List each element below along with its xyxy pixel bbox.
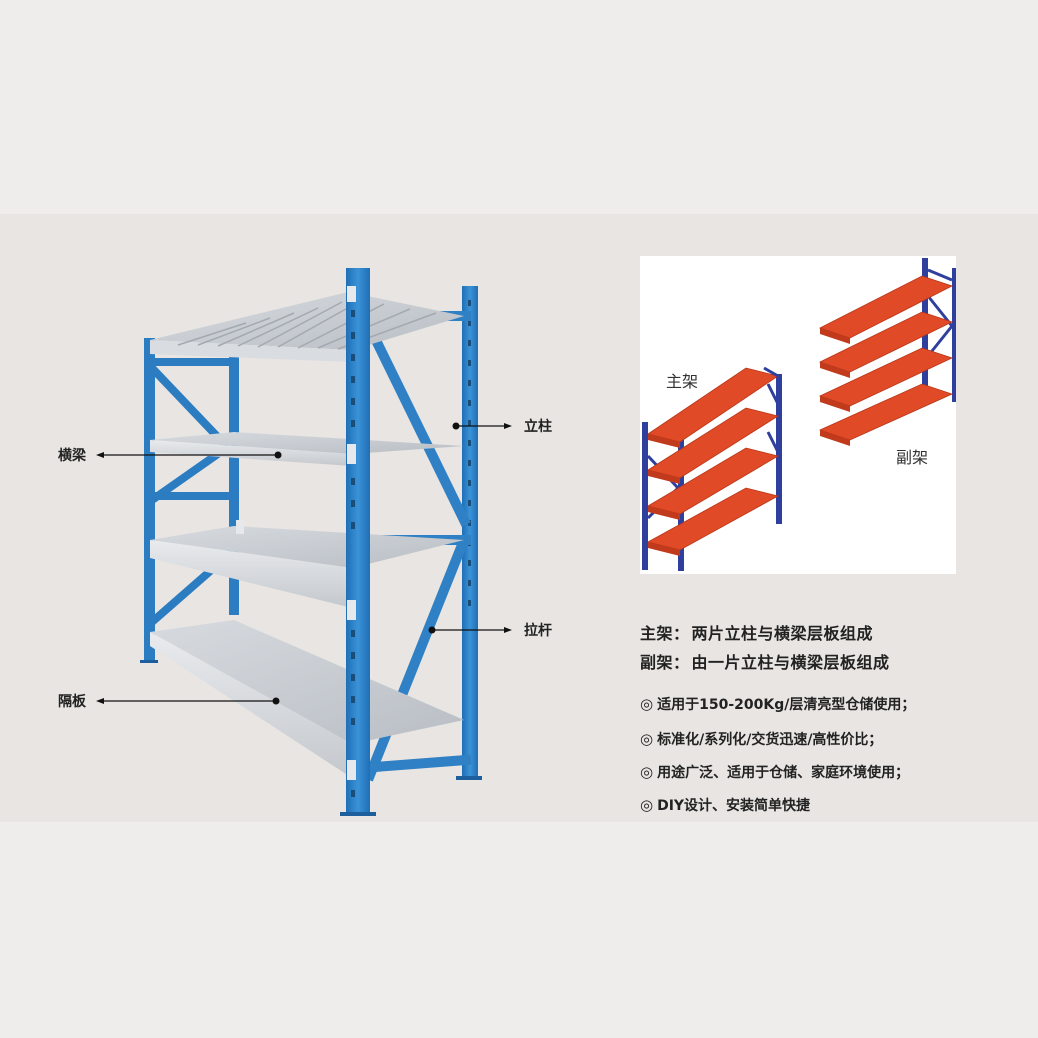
feature-text: DIY设计、安装简单快捷 bbox=[657, 798, 811, 814]
front-left-upright bbox=[144, 338, 155, 662]
feature-text: 用途广泛、适用于仓储、家庭环境使用； bbox=[657, 765, 910, 781]
main-frame-description: 主架：两片立柱与横梁层板组成 bbox=[640, 620, 873, 644]
sub-frame-illustration bbox=[818, 258, 956, 446]
main-frame-illustration bbox=[642, 366, 782, 571]
main-frame-label: 主架 bbox=[666, 372, 699, 391]
shelf-3 bbox=[150, 526, 464, 568]
feature-text: 标准化/系列化/交货迅速/高性价比； bbox=[657, 732, 883, 748]
sub-frame-label: 副架 bbox=[896, 448, 929, 467]
front-right-upright bbox=[346, 268, 370, 816]
description-key: 副架： bbox=[640, 653, 690, 672]
description-key: 主架： bbox=[640, 624, 690, 643]
feature-text: 适用于150-200Kg/层清亮型仓储使用； bbox=[657, 697, 916, 713]
bullet-icon: ◎ bbox=[640, 695, 654, 713]
shelf-2 bbox=[150, 432, 464, 454]
callout-beam-label: 横梁 bbox=[58, 448, 86, 464]
callout-upright-label: 立柱 bbox=[524, 419, 552, 435]
callout-shelf-label: 隔板 bbox=[58, 694, 86, 710]
feature-item: ◎标准化/系列化/交货迅速/高性价比； bbox=[640, 729, 882, 749]
description-text: 两片立柱与横梁层板组成 bbox=[691, 624, 874, 643]
frame-diagram: 主架 副架 bbox=[640, 256, 956, 574]
steel-shelving-rack bbox=[96, 268, 512, 816]
description-text: 由一片立柱与横梁层板组成 bbox=[691, 653, 890, 672]
sub-frame-description: 副架：由一片立柱与横梁层板组成 bbox=[640, 649, 890, 673]
bullet-icon: ◎ bbox=[640, 796, 654, 814]
feature-item: ◎适用于150-200Kg/层清亮型仓储使用； bbox=[640, 694, 915, 714]
bullet-icon: ◎ bbox=[640, 730, 654, 748]
callout-brace-label: 拉杆 bbox=[524, 623, 552, 639]
bullet-icon: ◎ bbox=[640, 763, 654, 781]
back-right-upright bbox=[462, 286, 478, 778]
back-left-upright bbox=[229, 345, 239, 615]
shelf-bottom bbox=[150, 620, 464, 744]
feature-item: ◎DIY设计、安装简单快捷 bbox=[640, 795, 810, 815]
feature-item: ◎用途广泛、适用于仓储、家庭环境使用； bbox=[640, 762, 909, 782]
